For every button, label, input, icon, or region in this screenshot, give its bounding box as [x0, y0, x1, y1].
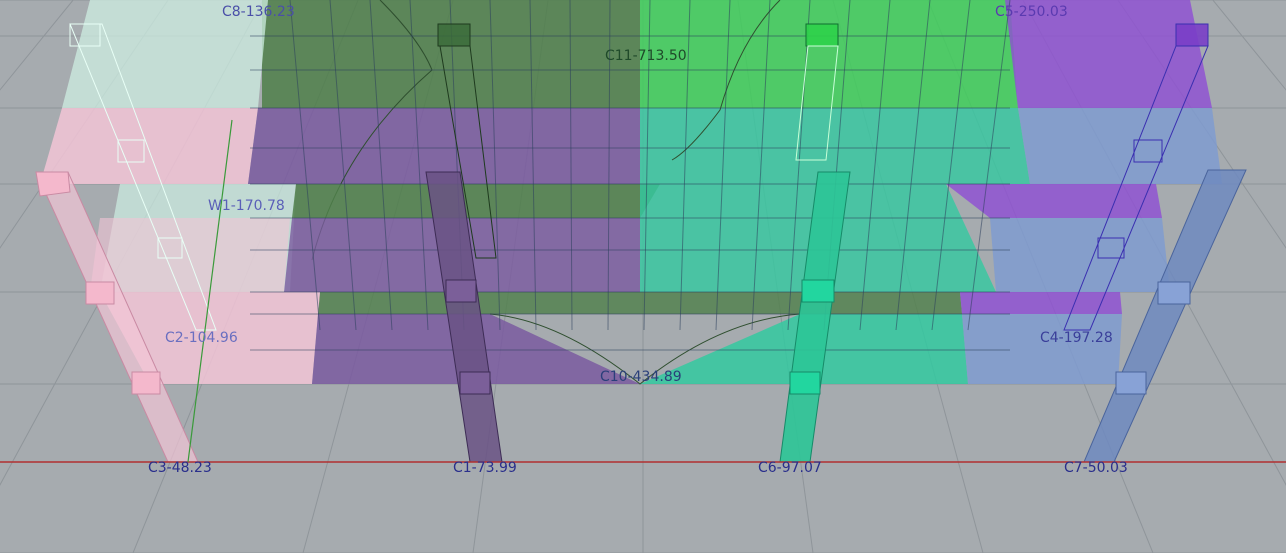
label-c5[interactable]: C5-250.03: [995, 4, 1068, 20]
label-c2[interactable]: C2-104.96: [165, 330, 238, 346]
mesh-wireframe: [250, 0, 1011, 351]
lower-slab-violet: [960, 292, 1122, 314]
mesh-line: [489, 0, 501, 331]
mesh-line: [289, 0, 321, 331]
lower-slab-blue: [962, 314, 1122, 384]
column-c2-cap: [69, 23, 101, 47]
middle-slab-pink: [90, 218, 290, 292]
column-c7-joint-2: [1115, 371, 1147, 395]
column-c11-outline: [439, 45, 497, 259]
back-wall-green-left: [262, 0, 640, 108]
mesh-line: [369, 0, 393, 331]
label-c11[interactable]: C11-713.50: [605, 48, 687, 64]
column-c3-joint-1: [85, 281, 115, 305]
mesh-line: [931, 0, 971, 331]
mesh-line: [607, 0, 611, 331]
column-c6-upper-cap: [805, 23, 839, 47]
y-axis-line: [187, 119, 233, 463]
grid-line: [0, 0, 74, 91]
element-labels: C8-136.23 C11-713.50 C5-250.03 W1-170.78…: [148, 4, 1128, 476]
mesh-line: [569, 0, 573, 331]
label-c10[interactable]: C10-434.89: [600, 369, 682, 385]
upper-curve-right: [671, 0, 781, 161]
middle-slab-violet: [946, 184, 1162, 218]
mesh-line: [787, 0, 811, 331]
label-c8[interactable]: C8-136.23: [222, 4, 295, 20]
label-w1[interactable]: W1-170.78: [208, 198, 285, 214]
label-c1[interactable]: C1-73.99: [453, 460, 517, 476]
column-c6-upper-outline: [795, 45, 839, 161]
grid-line: [1212, 0, 1286, 91]
column-c11-wire: [437, 23, 497, 259]
middle-slab-blue: [990, 218, 1170, 292]
upper-slab-teal: [640, 108, 1030, 184]
back-wall: [62, 0, 1212, 108]
upper-slab-purple: [248, 108, 640, 184]
upper-slab-blue: [1018, 108, 1222, 184]
column-c11-cap: [437, 23, 471, 47]
mesh-line: [895, 0, 931, 331]
mesh-line: [409, 0, 429, 331]
mesh-line: [643, 0, 651, 331]
mesh-line: [715, 0, 731, 331]
column-c1-joint-2: [459, 371, 491, 395]
back-wall-violet: [1005, 0, 1212, 108]
column-c6[interactable]: [779, 171, 851, 463]
back-wall-green-right: [640, 0, 1018, 108]
column-c4-joint-2: [1097, 237, 1125, 259]
column-c1-joint-1: [445, 279, 477, 303]
column-c4-cap: [1175, 23, 1209, 47]
mesh-line: [679, 0, 691, 331]
upper-slab: [40, 0, 1222, 261]
column-c6-upper: [795, 23, 839, 161]
mesh-line: [967, 0, 1011, 331]
lower-curve: [489, 313, 801, 385]
column-c7-joint-1: [1157, 281, 1191, 305]
mesh-line: [529, 0, 537, 331]
mesh-line: [329, 0, 357, 331]
upper-slab-pink: [40, 108, 258, 184]
column-c6-joint-2: [789, 371, 821, 395]
column-c2-joint-2: [157, 237, 183, 259]
label-c6[interactable]: C6-97.07: [758, 460, 822, 476]
label-c4[interactable]: C4-197.28: [1040, 330, 1113, 346]
column-c6-joint-1: [801, 279, 835, 303]
column-c4-joint-1: [1133, 139, 1163, 163]
column-c3-cap: [35, 171, 71, 197]
label-c7[interactable]: C7-50.03: [1064, 460, 1128, 476]
column-c2-wire: [69, 23, 217, 331]
column-c2-joint-1: [117, 139, 145, 163]
lower-slab-pink: [100, 292, 320, 384]
lower-slab-green-strip: [318, 292, 962, 314]
column-c4-wire: [1063, 23, 1209, 331]
column-c3-joint-2: [131, 371, 161, 395]
mesh-line: [859, 0, 891, 331]
back-wall-mint: [62, 0, 268, 108]
column-c4-outline: [1063, 45, 1209, 331]
middle-slab: [90, 184, 1170, 292]
mesh-line: [751, 0, 771, 331]
label-c3[interactable]: C3-48.23: [148, 460, 212, 476]
